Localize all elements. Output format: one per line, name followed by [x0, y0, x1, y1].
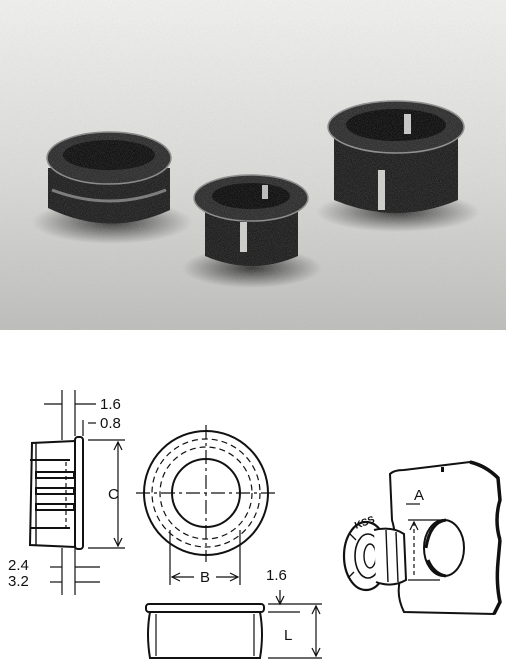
- product-photo: [0, 0, 506, 330]
- dim-slot-width: 0.8: [100, 415, 121, 432]
- profile-view: [145, 590, 322, 659]
- side-view: [28, 390, 125, 595]
- drawing-svg: 1.6 0.8 C 2.4 3.2 B 1.6 L: [8, 390, 502, 659]
- dim-flange-thickness: 1.6: [100, 396, 121, 413]
- dim-b-label: B: [200, 569, 210, 586]
- technical-drawing: 1.6 0.8 C 2.4 3.2 B 1.6 L: [0, 330, 506, 662]
- front-view: [136, 425, 276, 585]
- photo-svg: [0, 0, 506, 330]
- dim-a-label: A: [414, 487, 424, 504]
- dim-l-label: L: [284, 627, 292, 644]
- dim-c-label: C: [108, 486, 119, 503]
- dim-profile-flange: 1.6: [266, 567, 287, 584]
- photo-grain: [0, 0, 506, 330]
- dim-lower-thickness-a: 2.4: [8, 557, 29, 574]
- dim-lower-thickness-b: 3.2: [8, 573, 29, 590]
- panel-mount-illustration: [342, 460, 502, 616]
